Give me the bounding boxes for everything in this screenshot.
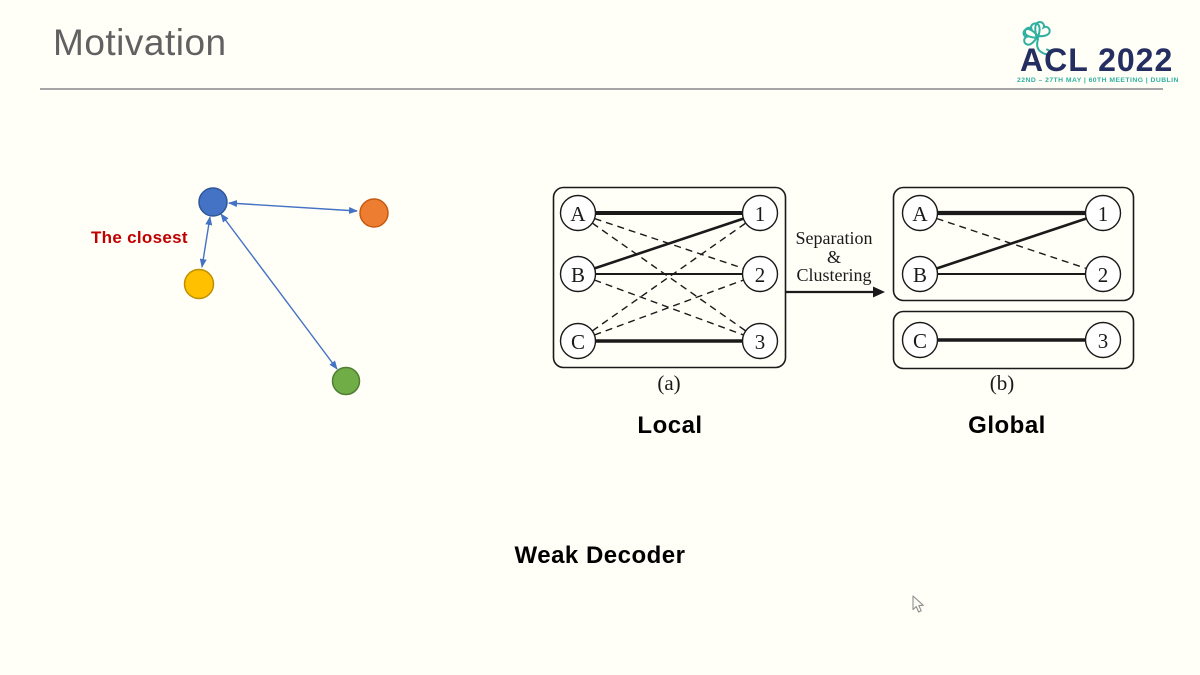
edge-B-3-dashed [594, 279, 744, 336]
local-caption: (a) [657, 371, 680, 395]
node-3 [1084, 321, 1122, 359]
node-1-label: 1 [1098, 202, 1109, 226]
node-C [559, 322, 597, 360]
closest-annotation: The closest [91, 228, 188, 247]
node-2-label: 2 [755, 263, 766, 287]
node-B-label: B [913, 263, 927, 287]
node-C [901, 321, 939, 359]
node-2 [741, 255, 779, 293]
orange-node [359, 198, 389, 228]
edge-B-1 [936, 217, 1087, 270]
transform-line-2: & [826, 246, 841, 267]
acl-logo-subtitle: 22ND – 27TH MAY | 60TH MEETING | DUBLIN [1017, 77, 1179, 84]
global-box-top [892, 186, 1135, 302]
mouse-cursor-icon [912, 595, 924, 613]
node-3 [741, 322, 779, 360]
node-1 [741, 194, 779, 232]
node-C-label: C [571, 330, 585, 354]
node-1-label: 1 [755, 202, 766, 226]
node-2-label: 2 [1098, 263, 1109, 287]
local-bipartite-figure: A B C 1 2 3 (a) [552, 186, 787, 395]
acl-2022-logo: ACL 2022 22ND – 27TH MAY | 60TH MEETING … [1003, 6, 1188, 86]
shamrock-icon [1022, 21, 1051, 56]
local-label: Local [637, 412, 703, 439]
edge-C-2-dashed [594, 279, 744, 336]
global-label: Global [968, 412, 1046, 439]
node-A [559, 194, 597, 232]
blue-node [198, 187, 228, 217]
edge-blue-green [220, 213, 338, 370]
weak-decoder-label: Weak Decoder [514, 542, 686, 569]
transform-line-1: Separation [795, 228, 873, 248]
node-B-label: B [571, 263, 585, 287]
edge-B-1 [594, 217, 744, 270]
node-3-label: 3 [1098, 329, 1109, 353]
node-1 [1084, 194, 1122, 232]
node-B [901, 255, 939, 293]
global-caption: (b) [990, 371, 1015, 395]
title-divider [40, 88, 1163, 90]
global-bipartite-figure: A B 1 2 C 3 (b) [892, 186, 1135, 395]
transform-label: Separation & Clustering [783, 229, 885, 285]
transform-line-3: Clustering [796, 265, 872, 285]
node-A-label: A [912, 202, 928, 226]
global-box-bottom [892, 310, 1135, 370]
node-C-label: C [913, 329, 927, 353]
page-title: Motivation [53, 22, 227, 63]
acl-logo-text: ACL 2022 [1020, 42, 1174, 78]
edge-blue-orange [228, 200, 358, 214]
edge-C-1-dashed [591, 222, 747, 332]
node-B [559, 255, 597, 293]
transform-arrow-icon [785, 286, 885, 298]
node-A [901, 194, 939, 232]
node-2 [1084, 255, 1122, 293]
yellow-node [183, 268, 215, 300]
closest-cluster-diagram [183, 187, 389, 396]
local-box [552, 186, 787, 369]
edge-A-3-dashed [591, 222, 747, 332]
node-3-label: 3 [755, 330, 766, 354]
node-A-label: A [570, 202, 586, 226]
edge-blue-yellow [199, 216, 213, 268]
green-node [331, 366, 361, 396]
